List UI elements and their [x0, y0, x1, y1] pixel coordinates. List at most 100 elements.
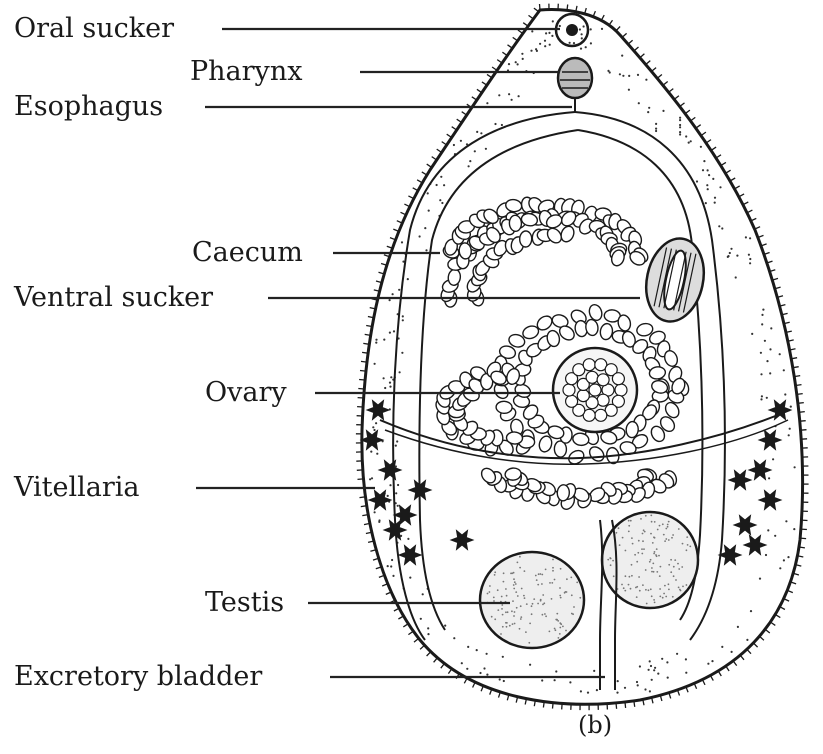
testis-dot [687, 544, 689, 546]
tegument-dot [667, 677, 669, 679]
testis-dot [537, 584, 539, 586]
tegument-dot [486, 102, 488, 104]
body-spine [540, 4, 541, 10]
testis-dot [523, 595, 525, 597]
tegument-dot [760, 398, 762, 400]
uterus-egg [506, 431, 523, 444]
testis-dot [549, 582, 551, 584]
testis-dot [524, 597, 526, 599]
testis-dot [497, 609, 499, 611]
tegument-dot [707, 169, 709, 171]
tegument-dot [737, 626, 739, 628]
tegument-dot [501, 124, 503, 126]
testis-dot [517, 595, 519, 597]
label-excretory-bladder: Excretory bladder [14, 661, 262, 692]
testis-dot [686, 536, 688, 538]
testis-dot [654, 521, 656, 523]
vitelline-follicle [399, 546, 421, 565]
testis-dot [556, 613, 558, 615]
vitelline-follicle [394, 506, 416, 525]
testis-dot [636, 586, 638, 588]
body-spine [674, 96, 679, 100]
testis-dot [489, 585, 491, 587]
ovary-lobule [595, 409, 607, 421]
tegument-dot [559, 25, 561, 27]
tegument-dot [585, 46, 587, 48]
vitelline-follicle [759, 431, 781, 450]
testis-dot [618, 527, 620, 529]
tegument-dot [395, 445, 397, 447]
tegument-dot [648, 107, 650, 109]
tegument-dot [735, 276, 737, 278]
tegument-dot [371, 477, 373, 479]
testis-dot [537, 603, 539, 605]
testis-dot [630, 588, 632, 590]
testis-dot [643, 548, 645, 550]
vitelline-follicle [719, 546, 741, 565]
testis-dot [658, 555, 660, 557]
testis-dot [659, 588, 661, 590]
testis-dot [571, 594, 573, 596]
testis-dot [513, 578, 515, 580]
testis-dot [513, 584, 515, 586]
vitelline-follicle [729, 471, 751, 490]
tegument-dot [784, 393, 786, 395]
testis-dot [622, 537, 624, 539]
tegument-dot [399, 371, 401, 373]
testis-dot [654, 551, 656, 553]
testis-dot [515, 591, 517, 593]
tegument-dot [389, 332, 391, 334]
tegument-dot [789, 428, 791, 430]
tegument-dot [719, 186, 721, 188]
testis-dot [645, 569, 647, 571]
tegument-dot [422, 593, 424, 595]
body-spine [414, 638, 419, 642]
tegument-dot [761, 323, 763, 325]
testis-dot [562, 626, 564, 628]
tegument-dot [436, 184, 438, 186]
tegument-dot [498, 94, 500, 96]
body-spine [753, 643, 757, 647]
tegument-dot [679, 133, 681, 135]
tegument-dot [370, 451, 372, 453]
testis-dot [540, 573, 542, 575]
tegument-dot [762, 309, 764, 311]
testis-dot [650, 515, 652, 517]
tegument-dot [387, 565, 389, 567]
testis-dot [551, 582, 553, 584]
tegument-dot [707, 188, 709, 190]
tegument-dot [396, 440, 398, 442]
tegument-dot [779, 567, 781, 569]
tegument-dot [581, 33, 583, 35]
body-spine [434, 658, 438, 663]
body-spine [765, 629, 770, 633]
testis-dot [686, 584, 688, 586]
body-spine [680, 103, 685, 107]
testis-dot [668, 589, 670, 591]
testis-dot [551, 598, 553, 600]
testis-dot [675, 579, 677, 581]
testis-dot [510, 573, 512, 575]
tegument-dot [749, 258, 751, 260]
tegument-dot [760, 373, 762, 375]
body-spine [363, 343, 369, 344]
label-oral-sucker: Oral sucker [14, 13, 174, 44]
testis-dot [642, 540, 644, 542]
body-spine [701, 132, 706, 136]
testis-dot [497, 589, 499, 591]
tegument-dot [529, 664, 531, 666]
testis-dot [535, 575, 537, 577]
testis-dot [513, 588, 515, 590]
tegument-dot [601, 28, 603, 30]
testis-dot [531, 605, 533, 607]
testis-dot [631, 575, 633, 577]
body-spine [497, 60, 502, 63]
tegument-dot [679, 126, 681, 128]
tegument-dot [389, 386, 391, 388]
body-spine [508, 45, 513, 48]
testis-dot [610, 558, 612, 560]
tegument-dot [569, 681, 571, 683]
tegument-dot [729, 252, 731, 254]
testis-dot [549, 631, 551, 633]
testis-dot [501, 596, 503, 598]
